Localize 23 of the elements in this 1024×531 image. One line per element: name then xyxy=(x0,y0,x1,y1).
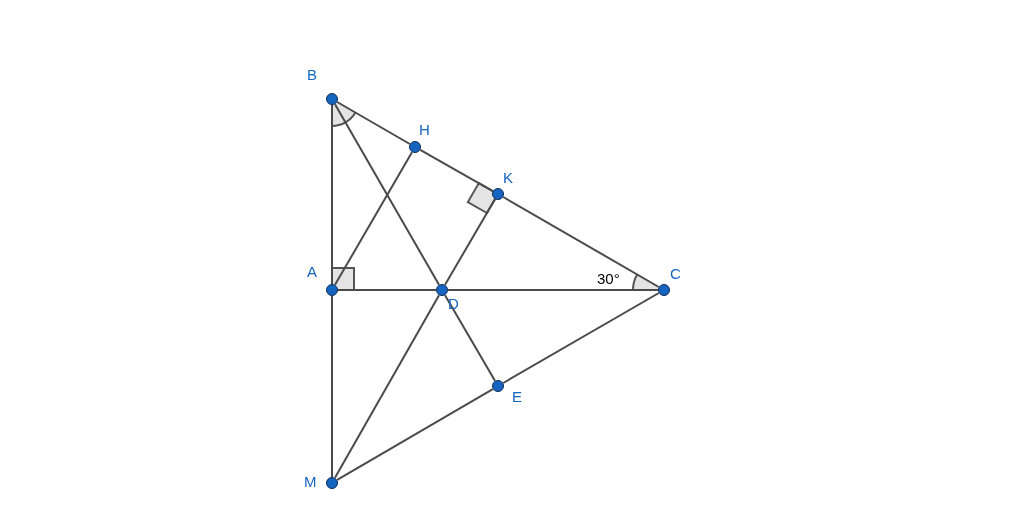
line-segment xyxy=(502,292,660,384)
line-segment xyxy=(331,104,333,285)
line-segment xyxy=(333,294,441,479)
point-label: K xyxy=(503,170,513,186)
line-segment xyxy=(447,289,659,291)
line-segment xyxy=(336,388,494,481)
point-label: B xyxy=(307,67,317,83)
line-segment xyxy=(336,101,411,145)
point-label: C xyxy=(670,266,681,282)
point-label: D xyxy=(448,296,459,312)
line-segment xyxy=(502,196,660,288)
point-label: A xyxy=(307,264,317,280)
line-segment xyxy=(334,103,440,286)
line-segment xyxy=(337,289,437,291)
line-segment xyxy=(331,295,333,478)
line-segment xyxy=(419,148,494,193)
point-label: M xyxy=(304,474,317,490)
line-segment xyxy=(334,151,413,286)
point-label: E xyxy=(512,389,522,405)
line-segment xyxy=(444,294,496,382)
line-segment xyxy=(444,198,496,286)
angle-label: 30° xyxy=(597,271,620,287)
point-label: H xyxy=(419,122,430,138)
